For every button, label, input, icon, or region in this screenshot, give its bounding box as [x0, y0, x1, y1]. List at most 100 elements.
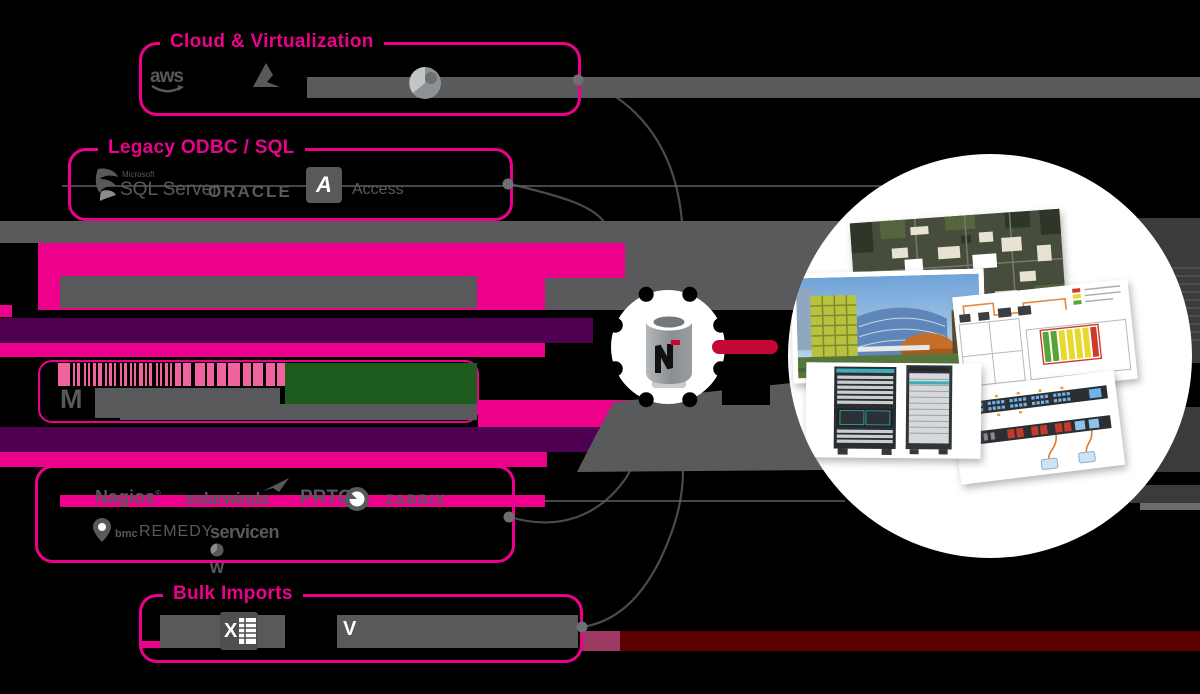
barcode-bar: [86, 363, 88, 386]
solarwinds-arrow-icon: [263, 478, 289, 492]
floorplan-card: [952, 279, 1138, 397]
server-racks-image: [805, 362, 982, 459]
datacenter-visualization-circle: [788, 154, 1192, 558]
sql-server-label: SQL Server: [120, 179, 219, 200]
barcode-m-glyph: M: [60, 384, 83, 414]
azure-triangle-icon: [253, 63, 280, 87]
gray-band-top: [307, 77, 1200, 98]
barcode-bar: [191, 363, 195, 386]
purple-band-2: [0, 427, 640, 452]
servicenow-post: w: [210, 557, 224, 577]
barcode-bar: [162, 363, 165, 386]
barcode-graphic: [70, 363, 470, 386]
barcode-bar: [152, 363, 156, 386]
excel-band-right: [258, 615, 285, 648]
excel-icon-letter: X: [224, 619, 238, 642]
barcode-bar: [122, 363, 124, 386]
servicenow-pre: servicen: [210, 522, 280, 542]
magenta-notch-left: [0, 305, 12, 317]
barcode-pink-band: [58, 363, 285, 386]
barcode-bar: [116, 363, 120, 386]
excel-grid-icon: [239, 618, 257, 644]
gray-inner-rect: [60, 276, 477, 308]
nlyte-n-accent: [671, 340, 680, 345]
barcode-bar: [251, 363, 253, 386]
gray-wedge: [577, 383, 824, 472]
rack-heat-bars: [1039, 323, 1103, 366]
cloud-connector-dot: [572, 74, 584, 86]
right-gray-sliver: [1130, 485, 1200, 503]
access-icon: A: [306, 167, 342, 203]
monitoring-connector-dot: [503, 511, 515, 523]
barcode-bar: [132, 363, 134, 386]
aws-logo-text: aws: [150, 66, 184, 87]
wedge-notch: [722, 379, 770, 405]
prtg-logo: PRTG: [300, 487, 353, 508]
bulk-magenta-mark: [140, 641, 166, 648]
barcode-bar: [80, 363, 84, 386]
floorplan-legend: [1072, 285, 1121, 305]
barcode-green-rect: [285, 363, 477, 404]
bmc-pin-icon: [93, 518, 111, 542]
barcode-bar: [127, 363, 130, 386]
cloud-box-title: Cloud & Virtualization: [160, 31, 384, 53]
rack-elevation-card: [949, 370, 1126, 485]
floorplan-image: [952, 279, 1138, 397]
barcode-bar: [168, 363, 170, 386]
dark-red-band: [620, 631, 1200, 651]
visio-band: [337, 615, 578, 648]
servicenow-logo: servicen w: [210, 522, 280, 578]
barcode-bar: [158, 363, 160, 386]
barcode-bar: [102, 363, 105, 386]
access-label: Access: [352, 181, 404, 198]
barcode-bar: [214, 363, 217, 386]
aws-logo: aws: [150, 66, 184, 95]
barcode-bar: [112, 363, 114, 386]
legacy-box-title: Legacy ODBC / SQL: [98, 137, 305, 159]
excel-icon: X: [220, 612, 258, 650]
zabbix-logo: ZABBIX: [385, 491, 447, 507]
server-racks-card: [805, 362, 982, 459]
curve-bulk-to-db: [581, 469, 685, 629]
solarwinds-logo: solarwinds: [185, 489, 269, 508]
barcode-bar: [136, 363, 139, 386]
access-icon-letter: A: [316, 172, 332, 197]
barcode-bar: [205, 363, 207, 386]
microsoft-label: Microsoft: [122, 170, 155, 179]
bulk-box-title: Bulk Imports: [163, 583, 303, 605]
cloud-box: [139, 42, 581, 116]
purple-band-1: [0, 318, 593, 343]
barcode-section-box: [38, 360, 479, 423]
nagios-logo: Nagios®: [95, 487, 161, 508]
barcode-bar: [70, 363, 73, 386]
center-graphics: [577, 286, 824, 472]
excel-band-left: [160, 615, 220, 648]
barcode-bar: [181, 363, 183, 386]
bmc-label: bmc: [115, 528, 138, 540]
sphere-logo-icon: [409, 67, 441, 99]
barcode-bar: [172, 363, 175, 386]
legacy-connector-dot: [502, 178, 514, 190]
barcode-bar: [275, 363, 277, 386]
rack-elevation-image: [949, 370, 1126, 485]
aws-smile-icon: [151, 85, 184, 93]
gear-database-icon: [607, 286, 729, 408]
bulk-connector-dot: [576, 621, 588, 633]
barcode-bar: [107, 363, 109, 386]
sql-server-icon: [95, 168, 118, 201]
barcode-bar: [96, 363, 98, 386]
barcode-bar: [226, 363, 228, 386]
magenta-band-e: [0, 452, 547, 467]
nagios-registered: ®: [155, 489, 161, 498]
mauve-band: [580, 631, 620, 651]
magenta-band-a: [38, 243, 625, 278]
magenta-stripe-monitoring: [60, 495, 545, 507]
barcode-bar: [75, 363, 77, 386]
oracle-label: ORACLE: [208, 182, 292, 201]
remedy-label: REMEDY: [139, 523, 214, 540]
rack-left: [833, 366, 897, 455]
visio-icon-letter: V: [343, 618, 356, 641]
nagios-text: Nagios: [95, 487, 156, 507]
prtg-gauge-icon: [345, 487, 369, 511]
